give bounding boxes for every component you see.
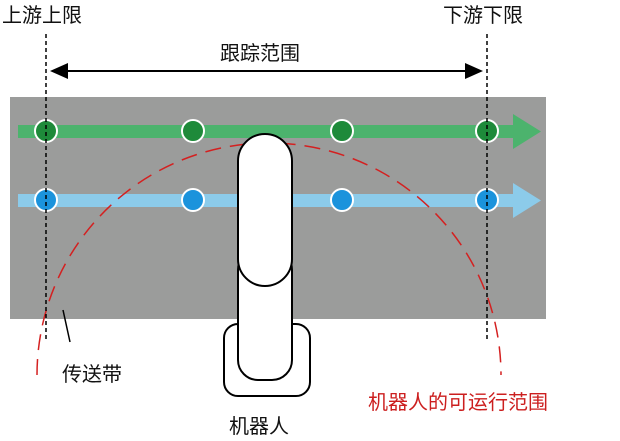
green-markers [34,119,499,143]
blue-marker [330,188,354,212]
robot-range-label: 机器人的可运行范围 [368,390,548,414]
blue-markers [34,188,499,212]
downstream-limit-label: 下游下限 [443,3,523,27]
robot-label: 机器人 [229,414,289,438]
blue-marker [475,188,499,212]
green-marker [181,119,205,143]
conveyor-label: 传送带 [62,362,122,386]
upstream-limit-label: 上游上限 [2,3,82,27]
green-track-arrow [18,114,541,149]
tracking-range-label: 跟踪范围 [220,41,300,65]
tracking-range-arrow [50,63,483,79]
green-marker [34,119,58,143]
robot-icon [223,133,311,397]
green-marker [330,119,354,143]
blue-marker [34,188,58,212]
green-marker [475,119,499,143]
conveyor-leader-line [62,309,71,343]
robot-upper-arm [237,133,293,287]
blue-marker [181,188,205,212]
